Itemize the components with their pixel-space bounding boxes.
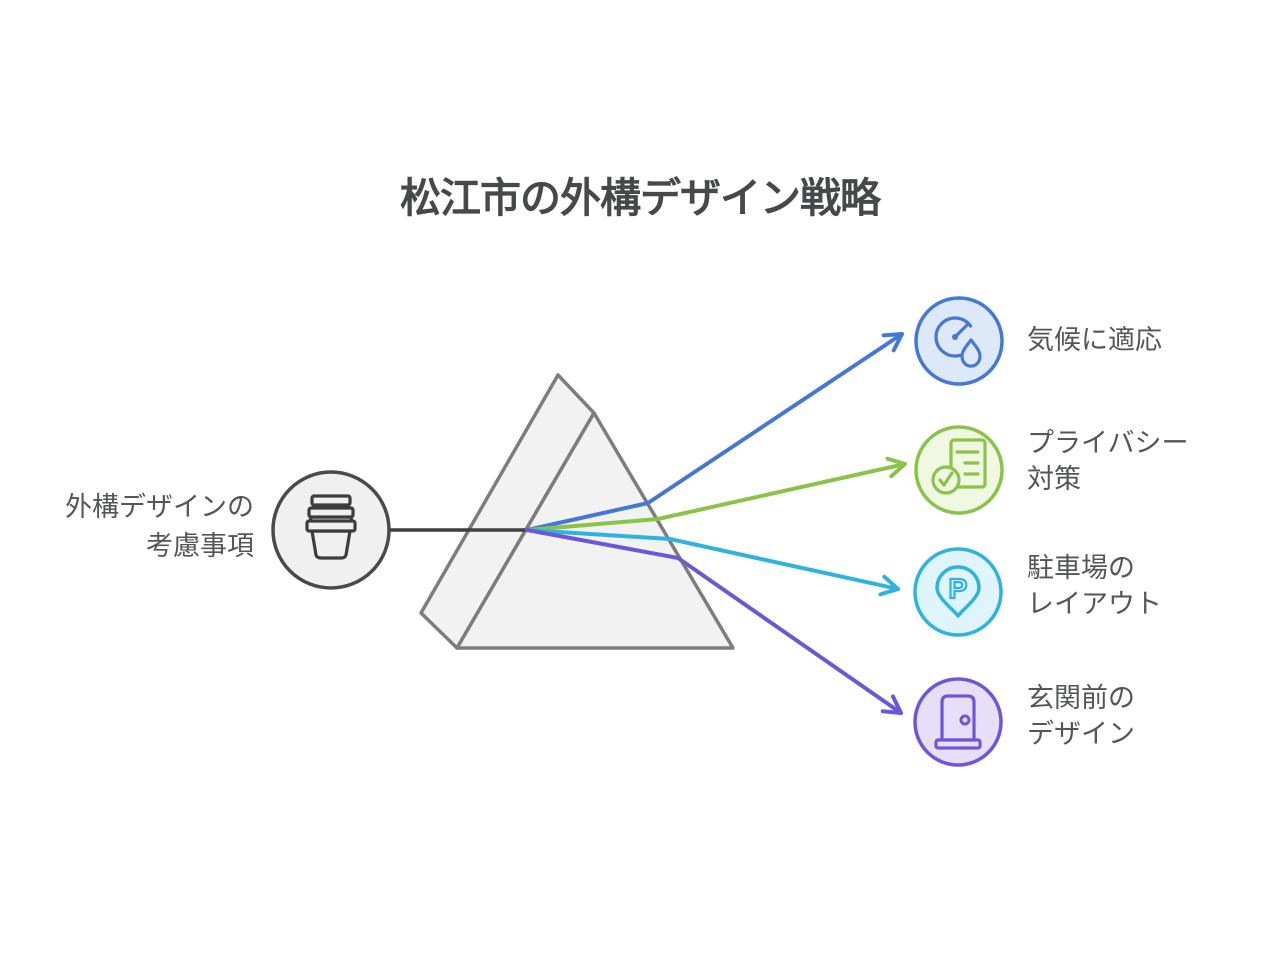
- document-check-icon: [931, 438, 987, 495]
- branch-label-line: 対策: [1027, 464, 1081, 494]
- ray-entrance-arrow: [525, 528, 903, 715]
- stacked-planters-icon: [305, 494, 357, 560]
- branch-label-line: レイアウト: [1027, 589, 1162, 619]
- diagram-title: 松江市の外構デザイン戦略: [400, 175, 881, 221]
- door-icon: [934, 694, 982, 750]
- branch-node-entrance: [913, 677, 1003, 767]
- gauge-droplet-icon: [934, 316, 982, 368]
- parking-pin-icon: P: [935, 565, 981, 618]
- ray-parking-arrow: [525, 528, 900, 597]
- ray-climate-arrow: [525, 332, 904, 532]
- branch-label-parking: 駐車場の レイアウト: [1027, 550, 1162, 622]
- branch-label-line: プライバシー: [1027, 428, 1189, 458]
- branch-label-line: 玄関前の: [1027, 683, 1135, 713]
- branch-label-line: 駐車場の: [1027, 553, 1135, 583]
- branch-label-line: 気候に適応: [1027, 325, 1162, 355]
- source-label-line2: 考慮事項: [146, 531, 254, 561]
- parking-p-glyph: P: [949, 573, 968, 604]
- branch-label-entrance: 玄関前の デザイン: [1027, 680, 1135, 752]
- source-label: 外構デザインの 考慮事項: [65, 488, 254, 566]
- branch-label-privacy: プライバシー 対策: [1027, 425, 1188, 497]
- branch-node-climate: [914, 296, 1004, 386]
- ray-privacy-arrow: [525, 456, 907, 532]
- source-label-line1: 外構デザインの: [65, 492, 254, 522]
- branch-node-parking: P: [913, 547, 1003, 637]
- branch-label-climate: 気候に適応: [1027, 322, 1162, 358]
- source-node: [271, 470, 391, 590]
- branch-label-line: デザイン: [1027, 719, 1135, 749]
- branch-node-privacy: [914, 425, 1004, 515]
